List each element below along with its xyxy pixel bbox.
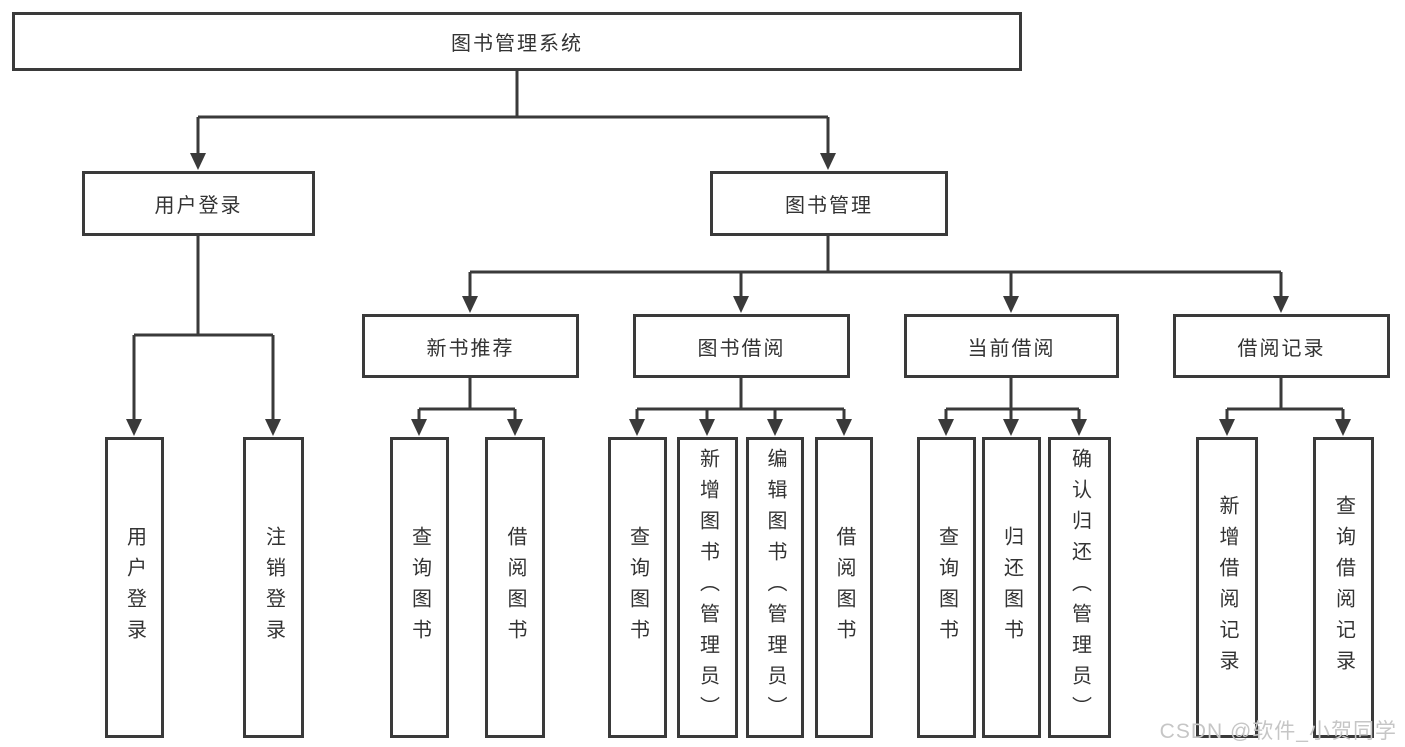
node-new-book-recommend: 新书推荐 bbox=[362, 314, 579, 378]
node-library-management-system: 图书管理系统 bbox=[12, 12, 1022, 71]
connector-root-to-level2 bbox=[190, 70, 836, 170]
leaf-query-books-current: 查询图书 bbox=[917, 437, 976, 738]
leaf-user-login: 用户登录 bbox=[105, 437, 164, 738]
connector-current-borrowing-children bbox=[938, 377, 1087, 436]
node-user-login-branch: 用户登录 bbox=[82, 171, 315, 236]
connector-book-borrowing-children bbox=[629, 377, 852, 436]
arrowhead bbox=[767, 419, 783, 436]
arrowhead bbox=[1003, 296, 1019, 313]
arrowhead bbox=[1273, 296, 1289, 313]
arrowhead bbox=[265, 419, 281, 436]
node-book-borrowing: 图书借阅 bbox=[633, 314, 850, 378]
leaf-add-borrow-record: 新增借阅记录 bbox=[1196, 437, 1258, 738]
connector-user-login-children bbox=[126, 235, 281, 436]
arrowhead bbox=[1071, 419, 1087, 436]
connector-book-management-children bbox=[462, 235, 1289, 313]
arrowhead bbox=[836, 419, 852, 436]
leaf-confirm-return-admin: 确认归还（管理员） bbox=[1048, 437, 1111, 738]
node-book-management-branch: 图书管理 bbox=[710, 171, 948, 236]
arrowhead bbox=[462, 296, 478, 313]
leaf-query-borrow-record: 查询借阅记录 bbox=[1313, 437, 1374, 738]
arrowhead bbox=[938, 419, 954, 436]
arrowhead bbox=[411, 419, 427, 436]
node-borrowing-records: 借阅记录 bbox=[1173, 314, 1390, 378]
connector-new-book-children bbox=[411, 377, 523, 436]
leaf-query-books-borrowing: 查询图书 bbox=[608, 437, 667, 738]
arrowhead bbox=[507, 419, 523, 436]
leaf-borrow-books: 借阅图书 bbox=[815, 437, 873, 738]
connector-borrowing-records-children bbox=[1219, 377, 1351, 436]
leaf-logout: 注销登录 bbox=[243, 437, 304, 738]
csdn-watermark: CSDN @软件_小贺同学 bbox=[1159, 720, 1397, 743]
arrowhead bbox=[733, 296, 749, 313]
arrowhead bbox=[126, 419, 142, 436]
arrowhead bbox=[629, 419, 645, 436]
node-current-borrowing: 当前借阅 bbox=[904, 314, 1119, 378]
arrowhead bbox=[1219, 419, 1235, 436]
arrowhead bbox=[190, 153, 206, 170]
arrowhead bbox=[1003, 419, 1019, 436]
leaf-edit-book-admin: 编辑图书（管理员） bbox=[746, 437, 804, 738]
leaf-query-books-recommend: 查询图书 bbox=[390, 437, 449, 738]
leaf-add-book-admin: 新增图书（管理员） bbox=[677, 437, 738, 738]
arrowhead bbox=[699, 419, 715, 436]
leaf-return-books: 归还图书 bbox=[982, 437, 1041, 738]
arrowhead bbox=[820, 153, 836, 170]
leaf-borrow-books-recommend: 借阅图书 bbox=[485, 437, 545, 738]
arrowhead bbox=[1335, 419, 1351, 436]
